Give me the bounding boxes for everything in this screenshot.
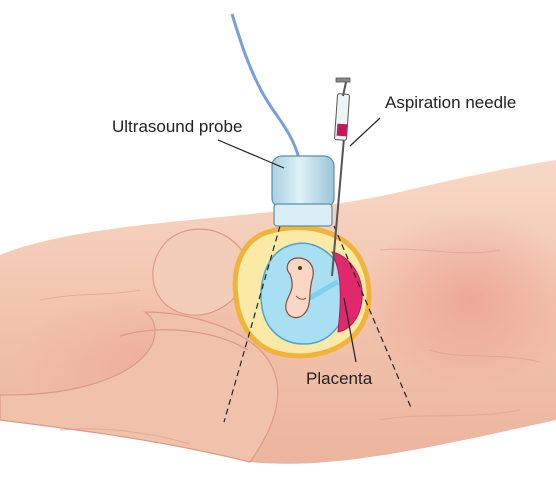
- placenta-label: Placenta: [306, 369, 373, 388]
- needle-label: Aspiration needle: [385, 93, 516, 112]
- probe-label: Ultrasound probe: [112, 117, 242, 136]
- probe-cable: [232, 14, 300, 162]
